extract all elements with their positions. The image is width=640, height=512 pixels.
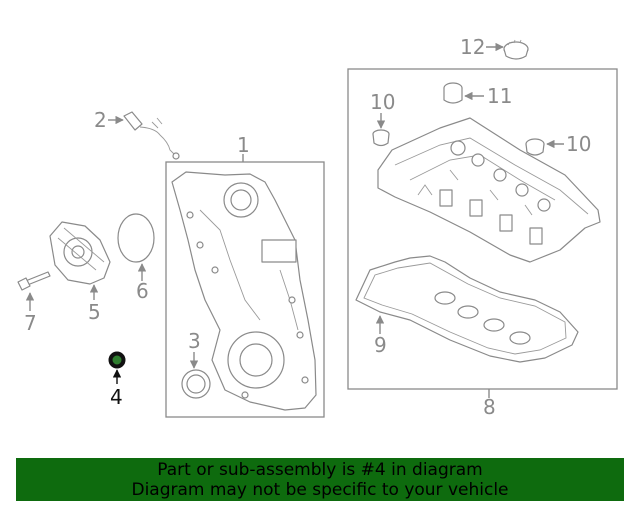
pump-gasket-part-6 xyxy=(117,213,155,263)
banner-line-1: Part or sub-assembly is #4 in diagram xyxy=(157,459,483,480)
plug-part-10-left xyxy=(372,129,390,147)
assembly-box-1 xyxy=(165,161,325,418)
valve-cover-gasket-part-9 xyxy=(355,255,579,363)
timing-chain-cover xyxy=(171,171,317,411)
cap-part-11 xyxy=(443,82,463,104)
callout-11: 11 xyxy=(487,84,512,108)
callout-1: 1 xyxy=(237,133,250,157)
callout-6: 6 xyxy=(136,279,149,303)
bolt-part-7 xyxy=(17,271,51,291)
callout-9: 9 xyxy=(374,333,387,357)
valve-cover xyxy=(377,117,601,263)
callout-7: 7 xyxy=(24,311,37,335)
callout-10-right: 10 xyxy=(566,132,591,156)
water-pump-part-5 xyxy=(49,221,111,285)
callout-2: 2 xyxy=(94,108,107,132)
plug-part-10-right xyxy=(525,138,545,156)
oil-seal-part-4-highlighted[interactable] xyxy=(108,351,126,369)
assembly-box-8 xyxy=(347,68,618,390)
callout-8: 8 xyxy=(483,395,496,419)
banner-line-2: Diagram may not be specific to your vehi… xyxy=(131,479,509,500)
front-seal-part-3 xyxy=(181,369,211,399)
callout-3: 3 xyxy=(188,329,201,353)
callout-5: 5 xyxy=(88,300,101,324)
part-notice-banner: Part or sub-assembly is #4 in diagram Di… xyxy=(16,458,624,501)
callout-12: 12 xyxy=(460,35,485,59)
callout-10-left: 10 xyxy=(370,90,395,114)
callout-4: 4 xyxy=(110,385,123,409)
sensor-part-2 xyxy=(123,111,180,160)
oil-filler-cap-part-12 xyxy=(503,39,529,60)
